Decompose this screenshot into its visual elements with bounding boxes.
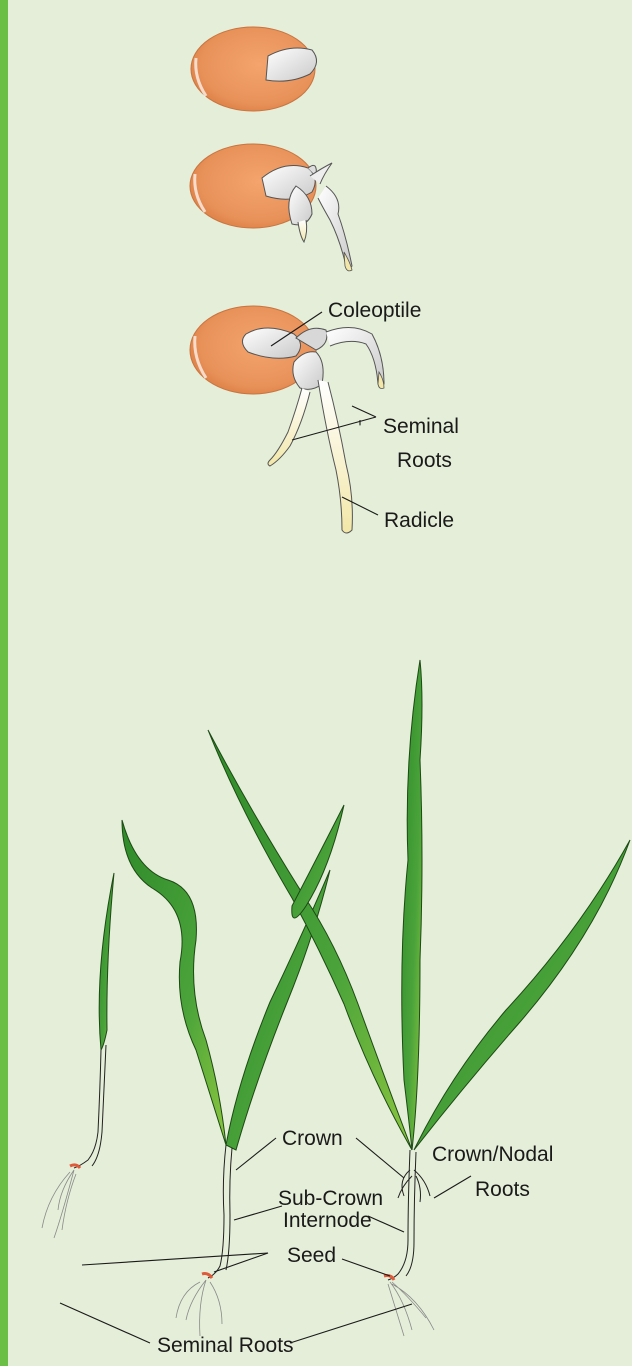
seed-stage-3 bbox=[190, 306, 384, 533]
label-seed: Seed bbox=[287, 1244, 336, 1267]
label-crown-nodal-1: Crown/Nodal bbox=[432, 1143, 553, 1166]
seed-stage-1 bbox=[191, 27, 317, 111]
label-crown: Crown bbox=[282, 1127, 343, 1150]
label-crown-nodal-2: Roots bbox=[475, 1178, 530, 1201]
plant-3 bbox=[208, 660, 630, 1336]
label-coleoptile: Coleoptile bbox=[328, 299, 421, 322]
label-sub-crown-1: Sub-Crown bbox=[278, 1187, 383, 1210]
label-seminal-roots-bottom: Seminal Roots bbox=[157, 1334, 294, 1357]
label-seminal-roots-top-2: Roots bbox=[397, 449, 452, 472]
label-radicle: Radicle bbox=[384, 509, 454, 532]
label-sub-crown-2: Internode bbox=[283, 1209, 372, 1232]
label-seminal-roots-top-1: Seminal bbox=[383, 415, 459, 438]
seed-stage-2 bbox=[190, 144, 352, 271]
plant-1 bbox=[42, 873, 114, 1238]
